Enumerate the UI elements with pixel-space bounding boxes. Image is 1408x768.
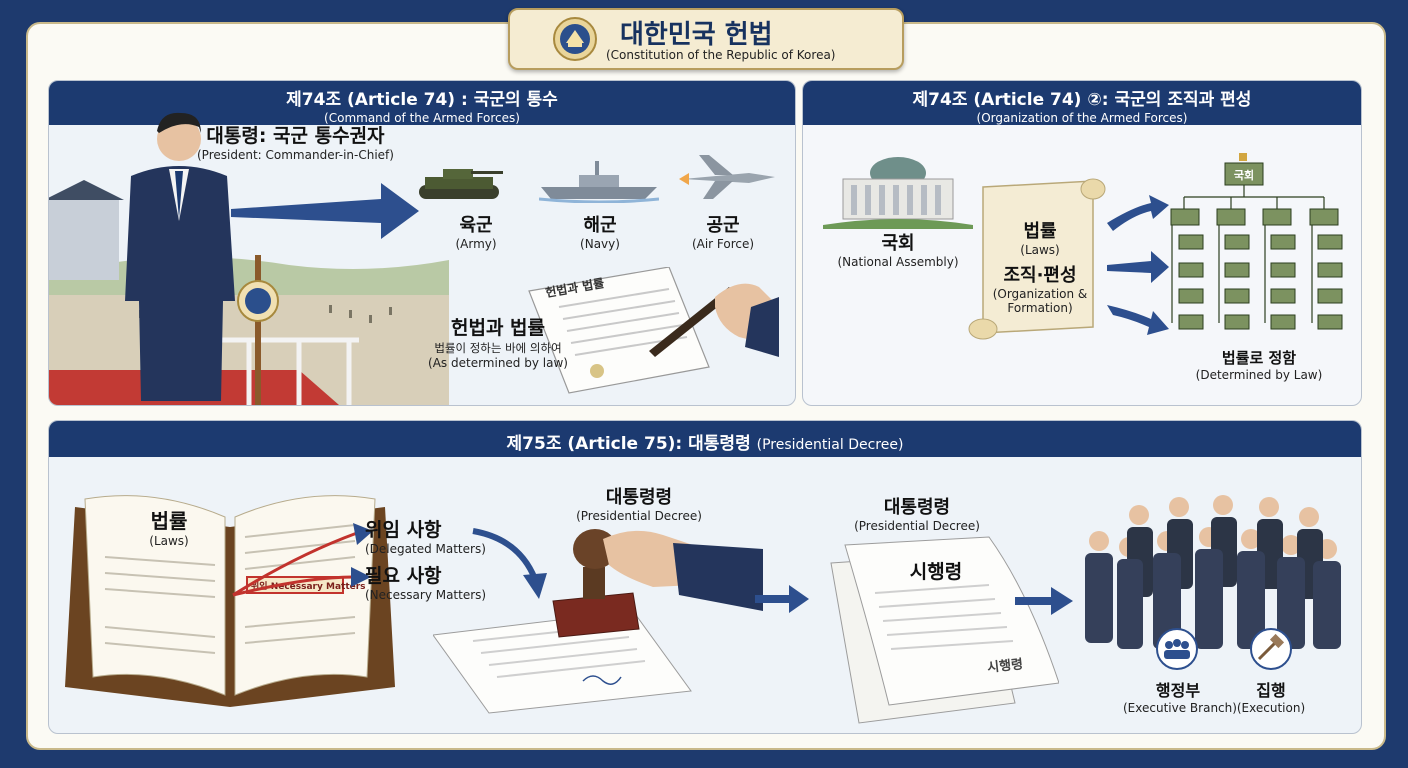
execution-label: 집행 (Execution): [1236, 681, 1306, 715]
execution-gavel-icon: [1250, 628, 1292, 670]
stamp-and-paper-icon: [433, 529, 763, 714]
panel-b-header: 제74조 (Article 74) ②: 국군의 조직과 편성 (Organiz…: [803, 81, 1361, 125]
executive-officials-group-icon: [1085, 495, 1341, 649]
podium-emblem-icon: [237, 255, 279, 405]
book-laws-label: 법률 (Laws): [149, 509, 189, 548]
flow-arrow-2-icon: [1015, 587, 1073, 615]
national-assembly-label: 국회 (National Assembly): [837, 233, 959, 269]
delegated-matters-label: 위임 사항 (Delegated Matters): [365, 519, 486, 556]
panel-c-title: 제75조 (Article 75): 대통령령: [506, 434, 751, 454]
president-label: 대통령: 국군 통수권자 (President: Commander-in-Ch…: [197, 125, 394, 162]
enforcement-decree-document-icon: [830, 536, 1059, 724]
org-chart-top-label: 국회: [1233, 169, 1255, 182]
panel-a-subtitle: (Command of the Armed Forces): [324, 111, 520, 125]
laws-label: 법률 (Laws): [1020, 221, 1060, 257]
fighter-jet-icon: [679, 155, 775, 199]
title-banner: 대한민국 헌법 (Constitution of the Republic of…: [508, 8, 904, 70]
president-figure-icon: [125, 112, 235, 401]
army-label: 육군 (Army): [455, 215, 497, 251]
open-law-book-icon: [65, 495, 395, 707]
panel-b-subtitle: (Organization of the Armed Forces): [976, 111, 1188, 125]
organization-formation-label: 조직·편성 (Organization & Formation): [992, 265, 1088, 315]
panel-c-subtitle: (Presidential Decree): [756, 437, 904, 453]
page-title: 대한민국 헌법: [620, 20, 773, 50]
executive-branch-people-icon: [1156, 628, 1198, 670]
flow-arrow-1-icon: [755, 585, 809, 613]
panel-a-title: 제74조 (Article 74) : 국군의 통수: [286, 90, 558, 110]
panel-c-header: 제75조 (Article 75): 대통령령 (Presidential De…: [49, 421, 1361, 457]
book-highlight-tag: 위임 Necessary Matters: [251, 582, 366, 592]
tank-icon: [419, 169, 503, 199]
panel-article-74-command: 제74조 (Article 74) : 국군의 통수 (Command of t…: [48, 80, 796, 406]
curved-arrow-icon: [472, 528, 547, 599]
panel-article-75-decree: 제75조 (Article 75): 대통령령 (Presidential De…: [48, 420, 1362, 734]
enforcement-decree-title: 시행령: [909, 561, 963, 583]
national-assembly-icon: [823, 157, 973, 229]
law-scroll-icon: [968, 178, 1106, 340]
distribution-arrows-icon: [1107, 195, 1169, 335]
necessary-matters-label: 필요 사항 (Necessary Matters): [365, 565, 487, 602]
national-seal-icon: [553, 17, 597, 61]
signed-document-icon: [528, 267, 779, 394]
air-force-label: 공군 (Air Force): [691, 215, 755, 251]
page-subtitle: (Constitution of the Republic of Korea): [606, 48, 836, 62]
org-chart-icon: [1170, 153, 1343, 330]
delegation-arrows-icon: [232, 523, 373, 597]
decree-document-label: 대통령령 (Presidential Decree): [854, 497, 980, 533]
command-arrow-icon: [231, 183, 419, 239]
navy-label: 해군 (Navy): [580, 215, 620, 251]
panel-article-74-organization: 제74조 (Article 74) ②: 국군의 조직과 편성 (Organiz…: [802, 80, 1362, 406]
warship-icon: [539, 161, 659, 203]
panel-b-title: 제74조 (Article 74) ②: 국군의 조직과 편성: [912, 90, 1252, 110]
decree-stamp-label: 대통령령 (Presidential Decree): [576, 487, 702, 523]
determined-by-law-label: 법률로 정함 (Determined by Law): [1195, 349, 1323, 382]
constitution-law-label: 헌법과 법률 법률이 정하는 바에 의하여 (As determined by …: [428, 317, 568, 370]
executive-branch-label: 행정부 (Executive Branch): [1123, 681, 1237, 715]
